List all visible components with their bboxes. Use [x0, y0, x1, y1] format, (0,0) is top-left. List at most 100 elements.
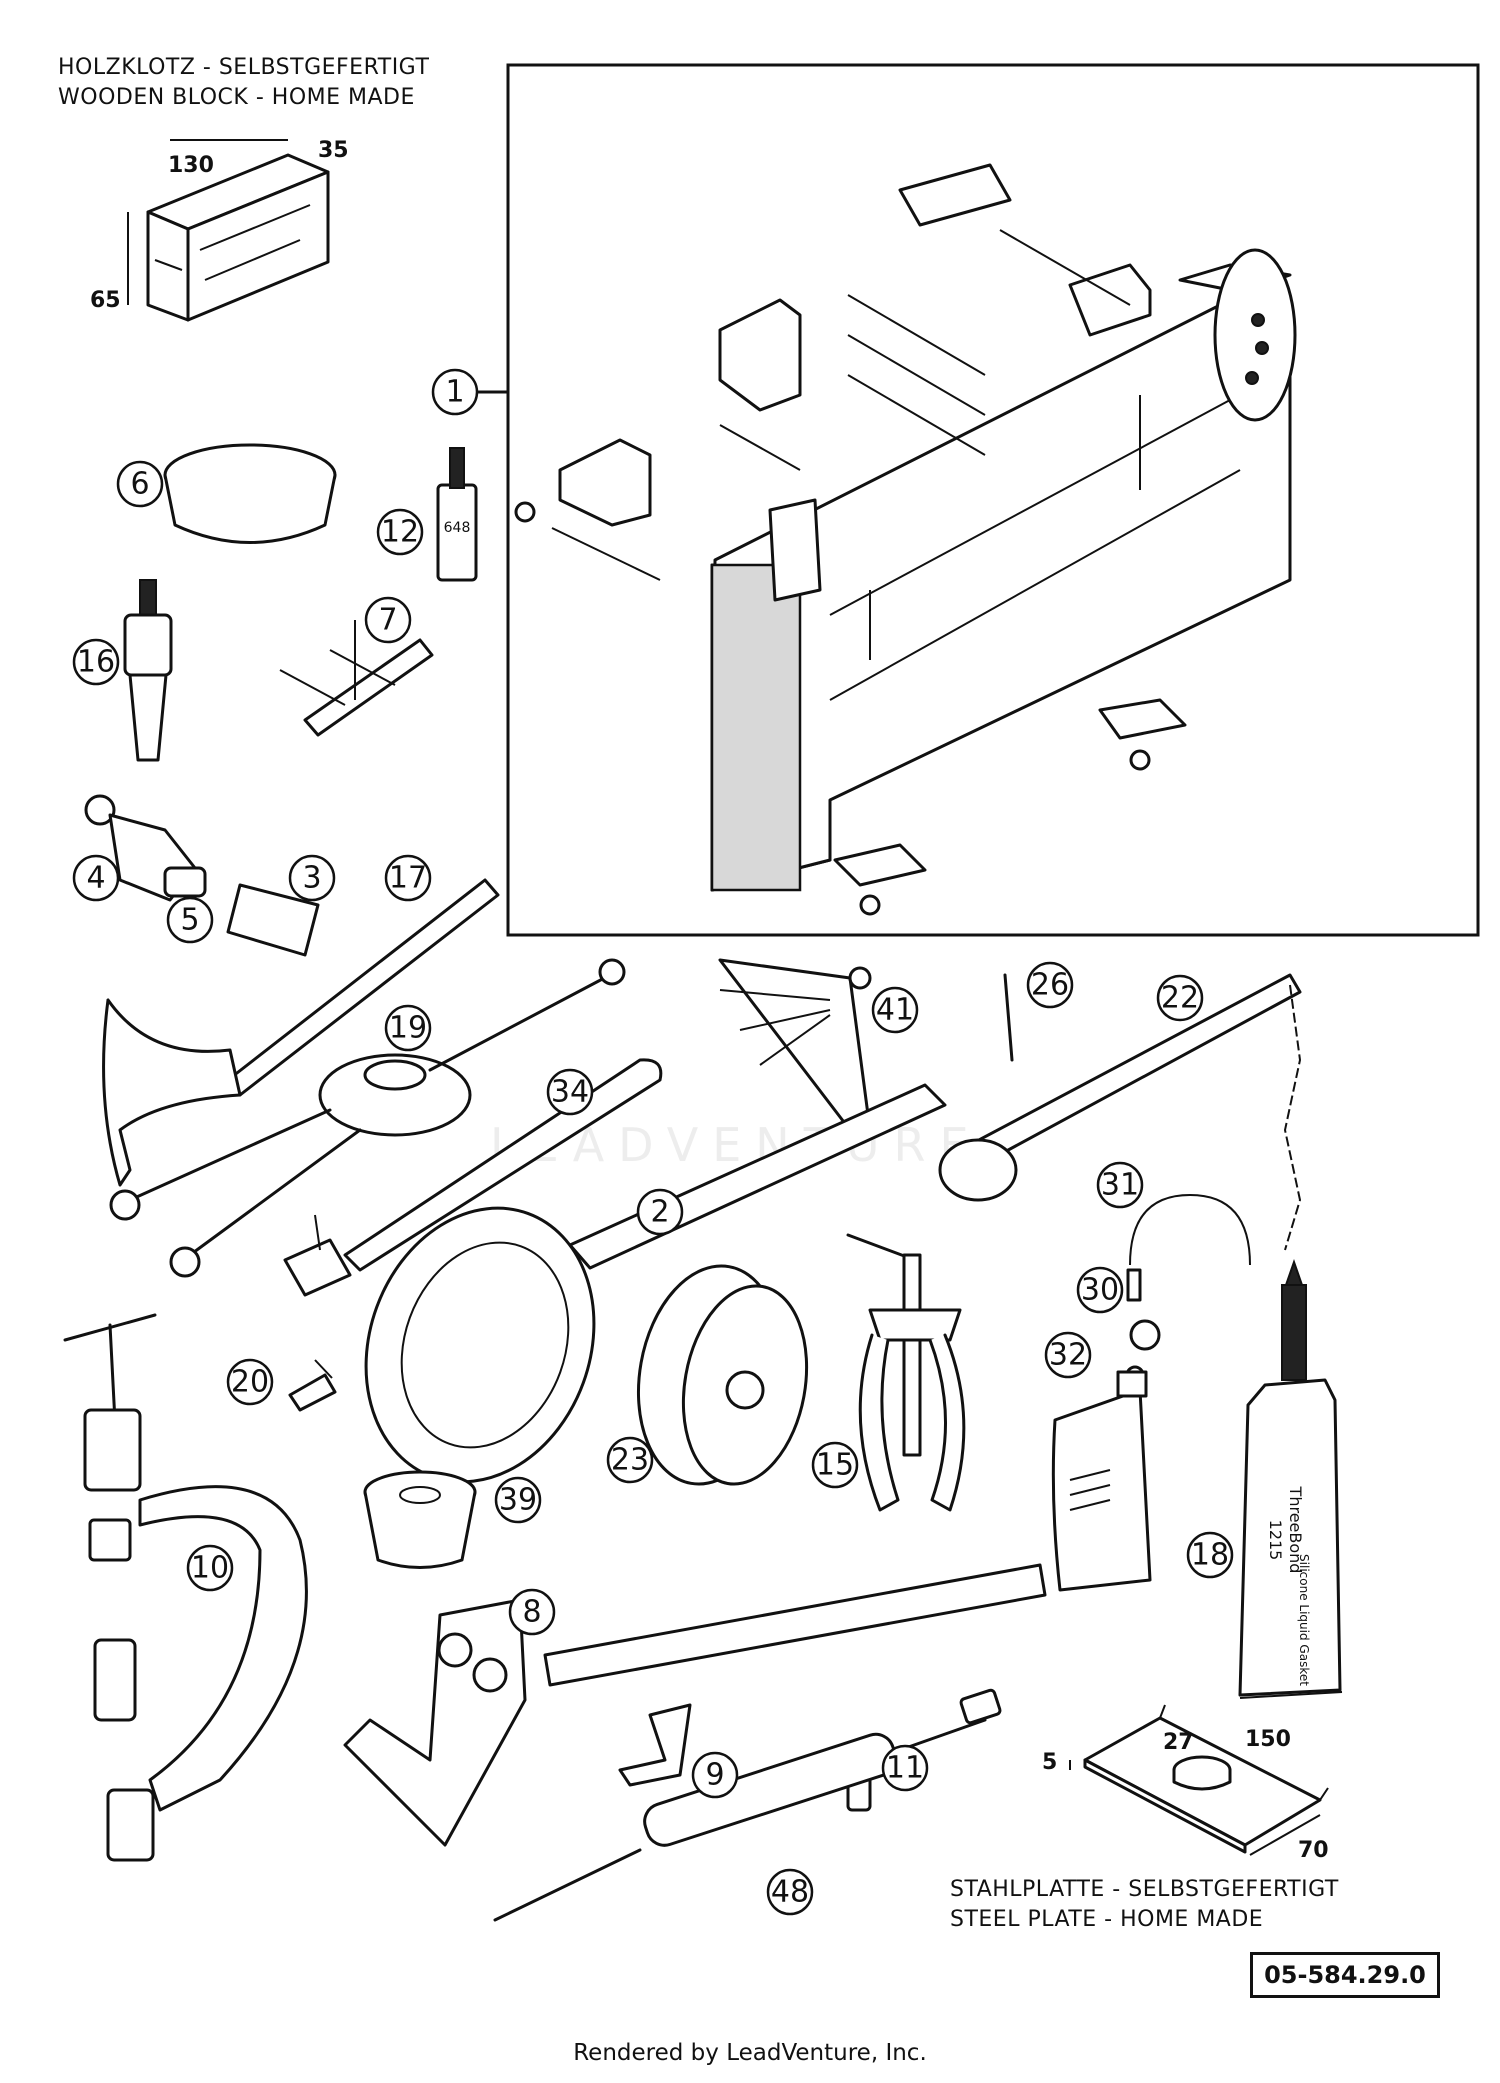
callout-5: 5 — [166, 896, 214, 944]
svg-text:39: 39 — [499, 1483, 537, 1518]
callout-7: 7 — [364, 596, 412, 644]
svg-text:26: 26 — [1031, 968, 1069, 1003]
filter-cap-wrench — [363, 1470, 477, 1569]
callout-30: 30 — [1076, 1266, 1124, 1314]
callout-18: 18 — [1186, 1531, 1234, 1579]
svg-text:22: 22 — [1161, 981, 1199, 1016]
callout-20: 20 — [226, 1358, 274, 1406]
svg-text:9: 9 — [705, 1758, 724, 1793]
gear-puller — [846, 1233, 966, 1512]
callout-48: 48 — [766, 1868, 814, 1916]
svg-text:7: 7 — [378, 603, 397, 638]
chain-wrench — [938, 973, 1302, 1251]
wood-block-label-de: HOLZKLOTZ - SELBSTGEFERTIGT — [58, 55, 430, 80]
holding-bar — [102, 878, 500, 1187]
svg-text:20: 20 — [231, 1365, 269, 1400]
block-width-dim: 35 — [318, 138, 349, 163]
oil-can — [1051, 1370, 1152, 1592]
special-key — [618, 1703, 692, 1787]
svg-text:12: 12 — [381, 515, 419, 550]
svg-text:48: 48 — [771, 1875, 809, 1910]
plate-hole-dim: 27 — [1163, 1730, 1194, 1755]
callout-2: 2 — [636, 1188, 684, 1236]
svg-text:30: 30 — [1081, 1273, 1119, 1308]
hose-and-fittings — [1125, 1193, 1251, 1385]
callout-16: 16 — [72, 638, 120, 686]
svg-text:4: 4 — [86, 861, 105, 896]
feeler-gauge — [718, 958, 872, 1132]
callout-34: 34 — [546, 1068, 594, 1116]
pin — [1003, 973, 1014, 1062]
callout-23: 23 — [606, 1436, 654, 1484]
footer-credit: Rendered by LeadVenture, Inc. — [573, 2040, 927, 2066]
crankshaft-holder — [343, 1563, 1047, 1847]
callout-4: 4 — [72, 854, 120, 902]
svg-text:23: 23 — [611, 1443, 649, 1478]
callout-3: 3 — [288, 854, 336, 902]
holding-wrench — [283, 1058, 663, 1297]
svg-text:19: 19 — [389, 1011, 427, 1046]
callout-17: 17 — [384, 854, 432, 902]
adapter-set — [84, 794, 320, 957]
svg-text:18: 18 — [1191, 1538, 1229, 1573]
svg-text:34: 34 — [551, 1075, 589, 1110]
svg-text:41: 41 — [876, 993, 914, 1028]
steel-plate-label: STAHLPLATTE - SELBSTGEFERTIGT STEEL PLAT… — [950, 1875, 1339, 1935]
steel-plate — [1069, 1704, 1329, 1856]
callout-9: 9 — [691, 1751, 739, 1799]
svg-text:8: 8 — [522, 1595, 541, 1630]
bolt-adapter — [288, 1359, 337, 1412]
steel-plate-label-de: STAHLPLATTE - SELBSTGEFERTIGT — [950, 1877, 1339, 1902]
callout-6: 6 — [116, 460, 164, 508]
grease-gun — [493, 1688, 1002, 1922]
callout-8: 8 — [508, 1588, 556, 1636]
svg-text:5: 5 — [180, 903, 199, 938]
callout-39: 39 — [494, 1476, 542, 1524]
svg-text:1: 1 — [445, 375, 464, 410]
tube-brand: ThreeBond — [1286, 1486, 1305, 1574]
callout-10: 10 — [186, 1544, 234, 1592]
plate-thickness-dim: 5 — [1042, 1750, 1058, 1775]
callout-22: 22 — [1156, 974, 1204, 1022]
callout-11: 11 — [881, 1744, 929, 1792]
frame-box — [506, 63, 1480, 937]
callout-41: 41 — [871, 986, 919, 1034]
svg-text:32: 32 — [1049, 1338, 1087, 1373]
wooden-block — [127, 139, 330, 322]
slide-hammer-puller — [123, 579, 173, 762]
clamp-tool — [109, 958, 626, 1278]
threebond-tube: ThreeBond 1215 Silicone Liquid Gasket — [1238, 1258, 1343, 1699]
ring-tool — [163, 443, 337, 544]
wood-block-label-en: WOODEN BLOCK - HOME MADE — [58, 85, 415, 110]
tube-sub: Silicone Liquid Gasket — [1297, 1554, 1311, 1686]
flywheel-puller — [636, 1264, 809, 1486]
block-height-dim: 65 — [90, 288, 121, 313]
reference-number: 05-584.29.0 — [1250, 1952, 1440, 1998]
callout-15: 15 — [811, 1441, 859, 1489]
block-length-dim: 130 — [168, 153, 214, 178]
callout-12: 12 — [376, 508, 424, 556]
engine-stand — [514, 163, 1297, 916]
bottle-648: 648 — [436, 447, 478, 582]
tube-code: 1215 — [1266, 1520, 1285, 1561]
svg-text:10: 10 — [191, 1551, 229, 1586]
callout-1: 1 — [431, 368, 479, 416]
callout-19: 19 — [384, 1004, 432, 1052]
steel-plate-label-en: STEEL PLATE - HOME MADE — [950, 1907, 1264, 1932]
bar-tool — [279, 620, 434, 737]
svg-text:16: 16 — [77, 645, 115, 680]
svg-text:31: 31 — [1101, 1168, 1139, 1203]
svg-text:2: 2 — [650, 1195, 669, 1230]
wood-block-label: HOLZKLOTZ - SELBSTGEFERTIGT WOODEN BLOCK… — [58, 53, 429, 113]
callout-32: 32 — [1044, 1331, 1092, 1379]
callout-31: 31 — [1096, 1161, 1144, 1209]
svg-text:11: 11 — [886, 1751, 924, 1786]
plate-width-dim: 70 — [1298, 1838, 1329, 1863]
callout-26: 26 — [1026, 961, 1074, 1009]
valve-spring-compressor — [63, 1313, 308, 1862]
svg-text:17: 17 — [389, 861, 427, 896]
bottle-label: 648 — [444, 520, 471, 536]
svg-text:3: 3 — [302, 861, 321, 896]
svg-text:6: 6 — [130, 467, 149, 502]
